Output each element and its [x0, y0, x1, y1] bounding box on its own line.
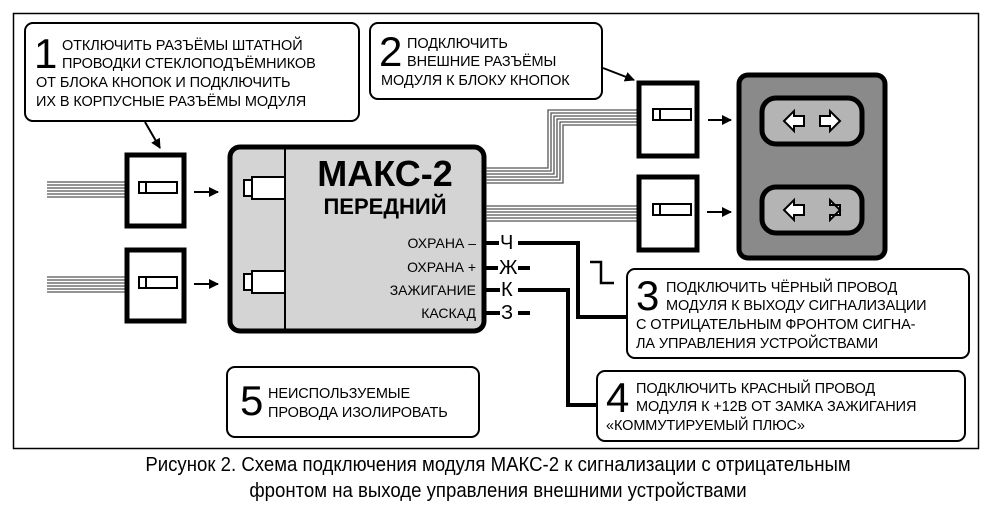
module-socket-top [243, 176, 286, 200]
step-2-callout: 2 ПОДКЛЮЧИТЬ ВНЕШНИЕ РАЗЪЁМЫ МОДУЛЯ К БЛ… [369, 22, 603, 100]
window-button-front [759, 95, 865, 147]
step-4-callout: 4 ПОДКЛЮЧИТЬ КРАСНЫЙ ПРОВОД МОДУЛЯ К +12… [596, 370, 966, 442]
step-4-line-3: «КОММУТИРУЕМЫЙ ПЛЮС» [606, 418, 805, 434]
step-1-line-1: ОТКЛЮЧИТЬ РАЗЪЁМЫ ШТАТНОЙ [62, 38, 303, 54]
arrow-right-icon [819, 108, 842, 134]
negative-edge-signal-icon [590, 260, 614, 285]
wire-letter-red: К [500, 279, 514, 301]
module-harness-top [486, 109, 637, 184]
external-connector-top [636, 80, 700, 159]
step-3-line-4: ЛА УПРАВЛЕНИЯ УСТРОЙСТВАМИ [636, 336, 879, 352]
step-4-line-1: ПОДКЛЮЧИТЬ КРАСНЫЙ ПРОВОД [636, 381, 876, 397]
step-3-line-2: МОДУЛЯ К ВЫХОДУ СИГНАЛИЗАЦИИ [666, 298, 927, 314]
module-subtitle: ПЕРЕДНИЙ [323, 194, 447, 219]
pin-label-ignition: ЗАЖИГАНИЕ [389, 282, 476, 298]
caption-line-1: Рисунок 2. Схема подключения модуля МАКС… [145, 454, 851, 476]
arrow-left-icon [782, 197, 805, 223]
left-harness-top [47, 181, 126, 198]
step-5-callout: 5 НЕИСПОЛЬЗУЕМЫЕ ПРОВОДА ИЗОЛИРОВАТЬ [226, 366, 480, 438]
arrow-step-1 [144, 121, 161, 149]
module-harness-bottom [486, 205, 637, 222]
figure-frame [12, 12, 980, 450]
wire-black [518, 241, 628, 319]
external-connector-bottom [636, 174, 700, 253]
step-2-line-2: ВНЕШНИЕ РАЗЪЁМЫ [407, 54, 557, 70]
arrow-right-icon [829, 197, 842, 223]
wire-letter-yellow: Ж [498, 257, 519, 279]
step-4-number: 4 [606, 374, 630, 421]
step-5-line-1: НЕИСПОЛЬЗУЕМЫЕ [268, 386, 411, 402]
pin-label-cascade: КАСКАД [421, 305, 476, 321]
stock-connector-top [124, 152, 187, 229]
step-3-number: 3 [636, 272, 660, 319]
step-5-line-2: ПРОВОДА ИЗОЛИРОВАТЬ [268, 405, 448, 421]
step-3-line-3: С ОТРИЦАТЕЛЬНЫМ ФРОНТОМ СИГНА- [636, 317, 916, 333]
figure-caption: Рисунок 2. Схема подключения модуля МАКС… [35, 452, 961, 504]
caption-line-2: фронтом на выходе управления внешними ус… [249, 480, 747, 502]
wiring-diagram: МАКС-2 ПЕРЕДНИЙ ОХРАНА – ОХРАНА + ЗАЖИГА… [12, 12, 980, 450]
step-2-line-3: МОДУЛЯ К БЛОКУ КНОПОК [381, 73, 570, 89]
arrow-step-2 [602, 67, 635, 82]
step-2-number: 2 [379, 28, 403, 75]
pin-wires [482, 241, 628, 407]
pin-label-alarm-minus: ОХРАНА – [407, 235, 476, 251]
module-name: МАКС-2 [317, 153, 453, 194]
module-body [227, 144, 487, 334]
wire-letter-black: Ч [499, 232, 515, 254]
wire-red [518, 288, 598, 407]
diagram-graphics [12, 12, 980, 450]
step-1-line-3: ОТ БЛОКА КНОПОК И ПОДКЛЮЧИТЬ [36, 75, 291, 91]
step-1-line-2: ПРОВОДКИ СТЕКЛОПОДЪЁМНИКОВ [62, 56, 316, 72]
wire-letter-green: З [500, 302, 515, 324]
step-1-line-4: ИХ В КОРПУСНЫЕ РАЗЪЁМЫ МОДУЛЯ [36, 94, 307, 110]
step-3-callout: 3 ПОДКЛЮЧИТЬ ЧЁРНЫЙ ПРОВОД МОДУЛЯ К ВЫХО… [626, 268, 970, 359]
module-socket-bottom [243, 270, 286, 294]
stock-connector-bottom [124, 247, 187, 324]
window-button-rear [759, 184, 865, 236]
left-harness-bottom [47, 276, 126, 293]
arrow-left-icon [782, 108, 805, 134]
step-4-line-2: МОДУЛЯ К +12В ОТ ЗАМКА ЗАЖИГАНИЯ [636, 399, 917, 415]
step-1-number: 1 [34, 30, 58, 77]
step-2-line-1: ПОДКЛЮЧИТЬ [407, 36, 508, 52]
pin-label-alarm-plus: ОХРАНА + [407, 259, 476, 275]
step-1-callout: 1 ОТКЛЮЧИТЬ РАЗЪЁМЫ ШТАТНОЙ ПРОВОДКИ СТЕ… [24, 22, 360, 122]
step-5-number: 5 [240, 377, 264, 424]
step-3-line-1: ПОДКЛЮЧИТЬ ЧЁРНЫЙ ПРОВОД [666, 280, 898, 296]
